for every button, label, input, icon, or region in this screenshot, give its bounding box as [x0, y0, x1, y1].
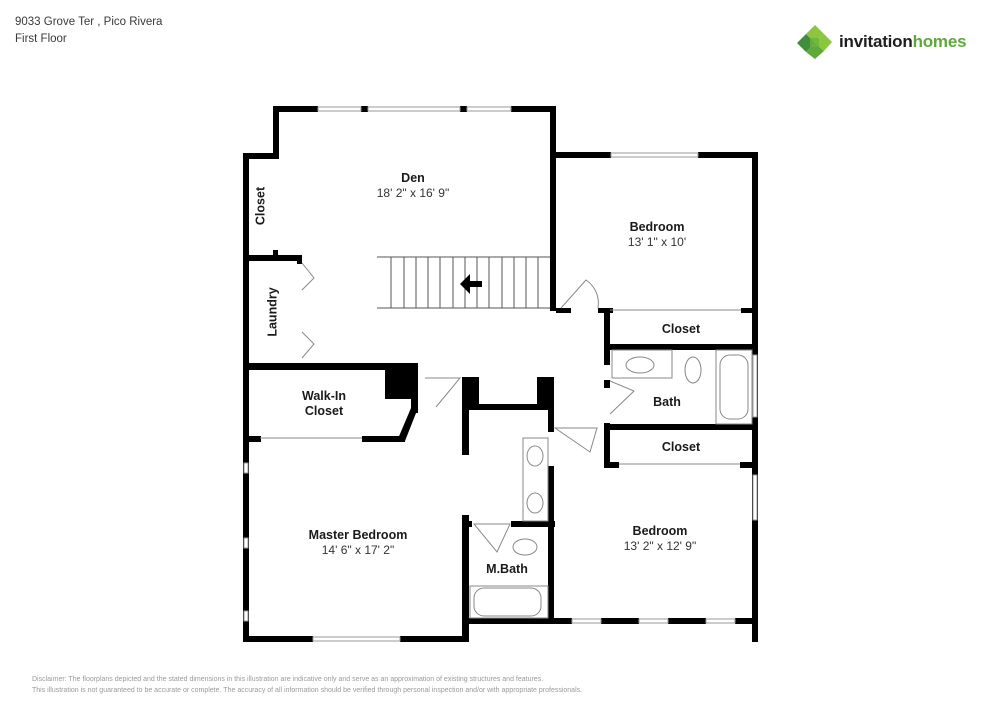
room-dimensions: 18' 2" x 16' 9" — [376, 186, 450, 200]
room-master-bedroom: Master Bedroom 14' 6" x 17' 2" — [308, 528, 408, 557]
room-dimensions: 13' 1" x 10' — [627, 235, 687, 249]
room-bath: Bath — [653, 395, 681, 409]
room-laundry: Laundry — [265, 287, 280, 337]
brand-logo: invitationhomes — [797, 24, 967, 60]
brand-name: invitationhomes — [839, 32, 967, 51]
property-header: 9033 Grove Ter , Pico Rivera First Floor — [15, 14, 162, 48]
room-bedroom-1: Bedroom 13' 1" x 10' — [627, 220, 687, 249]
room-walk-in-closet: Walk-In Closet — [302, 389, 346, 418]
interlocking-diamonds-logo-icon — [797, 25, 832, 59]
room-den-closet: Closet — [253, 186, 268, 226]
stairs-arrow-icon — [460, 274, 482, 294]
room-den: Den 18' 2" x 16' 9" — [376, 171, 450, 200]
floor-label: First Floor — [15, 33, 67, 45]
room-bedroom-2: Bedroom 13' 2" x 12' 9" — [623, 524, 697, 553]
disclaimer: Disclaimer: The floorplans depicted and … — [32, 676, 583, 694]
room-dimensions: 14' 6" x 17' 2" — [321, 543, 395, 557]
property-address: 9033 Grove Ter , Pico Rivera — [15, 16, 163, 28]
room-master-bath: M.Bath — [486, 562, 528, 576]
room-dimensions: 13' 2" x 12' 9" — [623, 539, 697, 553]
room-closet-bedroom-2: Closet — [661, 440, 701, 454]
room-closet-bedroom-1: Closet — [661, 322, 701, 336]
